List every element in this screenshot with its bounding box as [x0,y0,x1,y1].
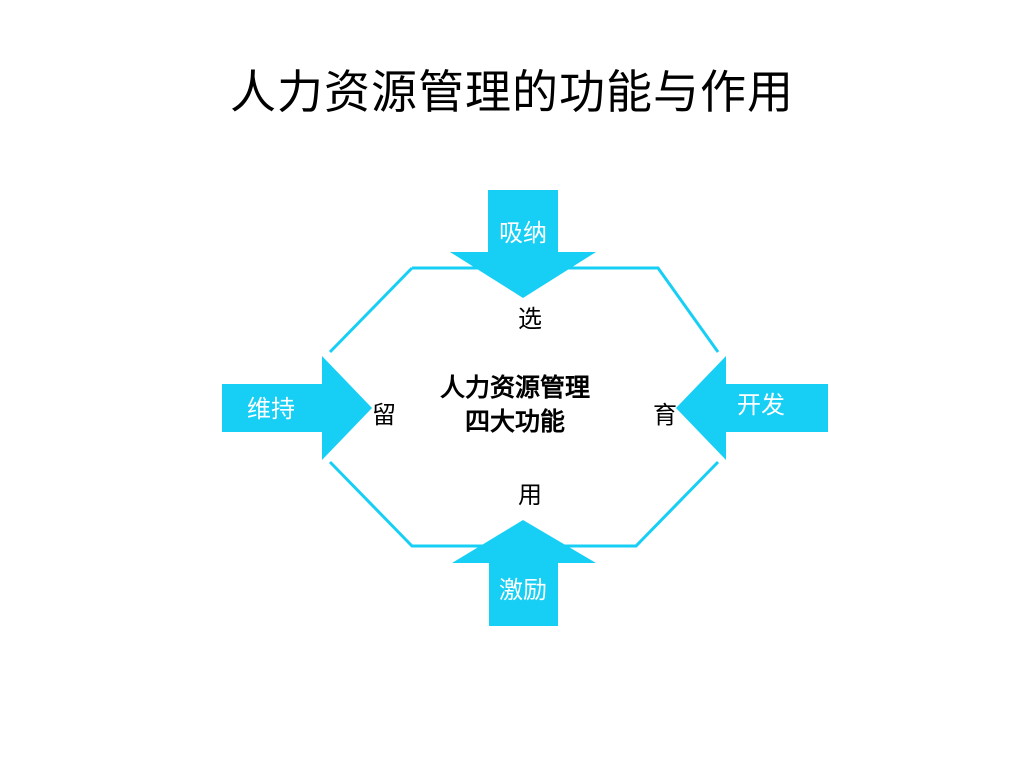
center-title-line1: 人力资源管理 [439,373,590,402]
arrow-label-motivate: 激励 [499,576,547,604]
center-title-line2: 四大功能 [464,407,565,436]
node-cultivate: 育 [653,401,677,429]
node-retain: 留 [372,401,396,429]
arrow-label-develop: 开发 [737,391,785,419]
page-title: 人力资源管理的功能与作用 [230,65,794,119]
octagon-outline [328,266,414,354]
node-use: 用 [518,481,542,509]
arrow-right [676,356,828,460]
arrow-bottom [452,520,596,626]
arrow-top [450,190,596,298]
octagon-outline [412,266,720,353]
node-select: 选 [518,305,542,333]
arrow-label-maintain: 维持 [247,395,295,423]
arrow-left [222,356,372,460]
arrow-label-absorb: 吸纳 [499,219,547,247]
